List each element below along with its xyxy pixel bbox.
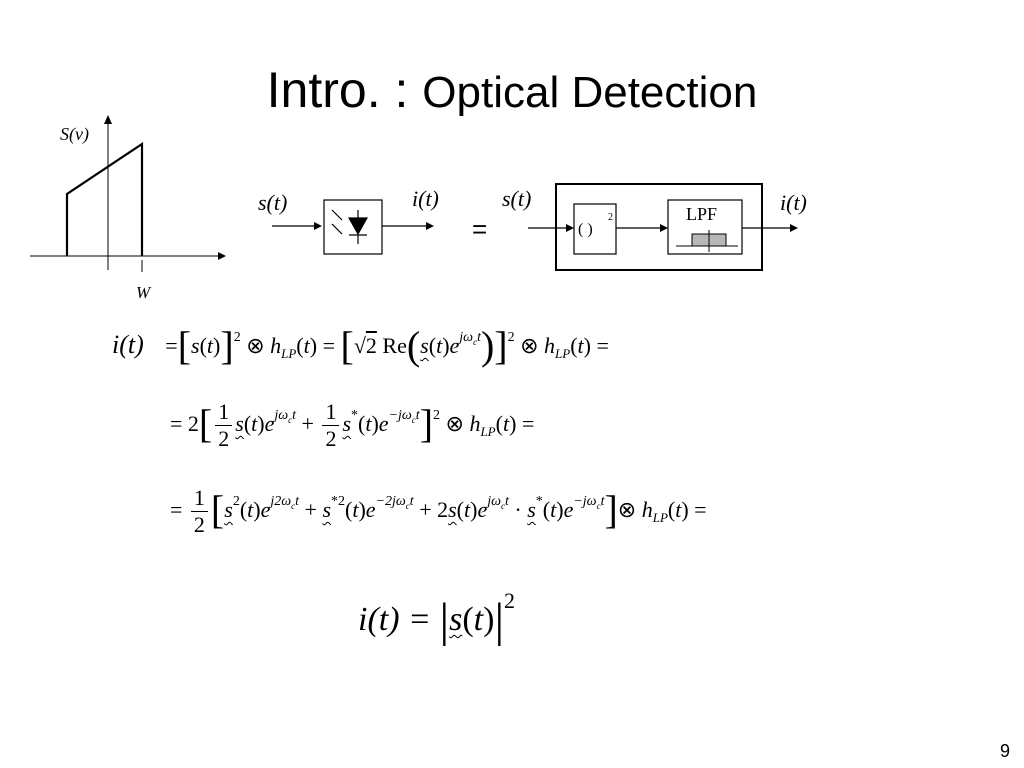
photodiode-icon (331, 209, 369, 244)
title-main: Intro. : (266, 62, 423, 118)
square-law-block (573, 203, 617, 255)
right-input-label: s(t) (502, 186, 531, 211)
photodetector-block (323, 199, 383, 255)
left-output-label: i(t) (412, 186, 439, 211)
left-input-label: s(t) (258, 190, 287, 215)
lpf-label: LPF (686, 204, 717, 224)
spectrum-y-label: S(ν) (60, 124, 89, 145)
eq1-lhs: i(t) (112, 330, 144, 359)
result-exponent: 2 (504, 588, 516, 613)
slide-title: Intro. : Optical Detection (0, 60, 1024, 120)
right-output-label: i(t) (780, 190, 807, 215)
lpf-response-icon (676, 230, 738, 252)
result-lhs: i(t) = (358, 601, 431, 638)
block-diagram: s(t) i(t) = s(t) ( ) 2 LPF i(t) (258, 183, 807, 271)
equation-line-1: i(t) =[s(t)]2 ⊗ hLP(t) = [√2 Re(s(t)ejωc… (112, 323, 609, 368)
spectrum-plot: S(ν) W (30, 115, 226, 302)
square-law-exp: 2 (608, 212, 613, 223)
equals-sign: = (472, 214, 487, 244)
spectrum-x-label: W (136, 283, 152, 302)
square-law-label: ( ) (578, 221, 593, 238)
page-number: 9 (999, 741, 1010, 761)
result-equation: i(t) = |s(t)|2 (358, 588, 516, 647)
title-sub: Optical Detection (422, 68, 758, 117)
